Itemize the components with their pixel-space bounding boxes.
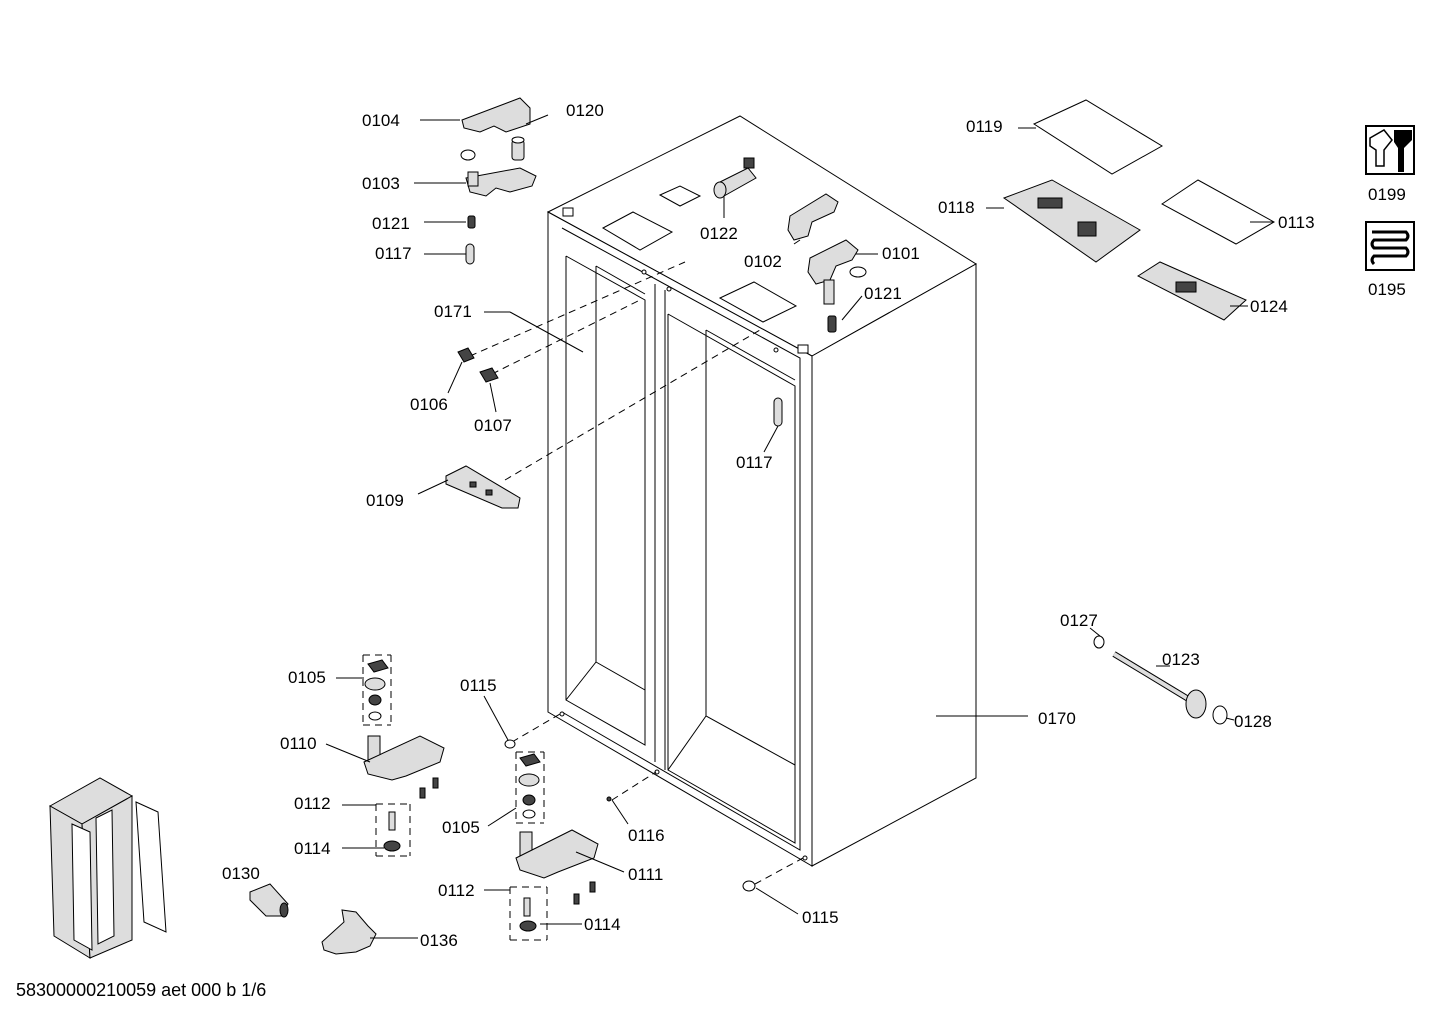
callout-0107: 0107: [474, 416, 512, 435]
part-0117-sleeve-b: [773, 397, 783, 427]
part-0117-sleeve-a: [465, 243, 475, 265]
part-0121-pin-b: [827, 315, 837, 333]
callout-0116: 0116: [628, 826, 665, 845]
callout-0170: 0170: [1038, 709, 1076, 728]
part-0104-hinge-cover: [461, 97, 531, 133]
cabinet-body: [546, 115, 977, 867]
callout-0119: 0119: [966, 117, 1003, 136]
part-0136-bracket: [321, 909, 377, 955]
callout-0115-left: 0115: [460, 676, 497, 695]
assembly-lines: [362, 261, 804, 941]
part-0110-bottom-hinge: [363, 735, 445, 781]
part-0113-cover-plate: [1161, 179, 1276, 245]
callout-0109: 0109: [366, 491, 404, 510]
heating-coil-icon: [1365, 221, 1415, 271]
part-0118-control-board: [1002, 179, 1141, 263]
callout-0112-left: 0112: [294, 794, 331, 813]
part-0121-pin-a: [467, 215, 476, 229]
callout-0117-cabinet: 0117: [736, 453, 773, 472]
part-0116-screw: [606, 796, 612, 802]
callout-0105-right: 0105: [442, 818, 480, 837]
part-0124-display-board: [1136, 261, 1247, 321]
callout-0117-top-left: 0117: [375, 244, 412, 263]
callout-0111: 0111: [628, 865, 663, 884]
callout-0136: 0136: [420, 931, 458, 950]
callout-0110: 0110: [280, 734, 317, 753]
callout-0171: 0171: [434, 302, 472, 321]
callout-0195: 0195: [1368, 280, 1406, 299]
part-0103-top-hinge: [465, 167, 537, 197]
callout-0130: 0130: [222, 864, 260, 883]
callout-0105-left: 0105: [288, 668, 326, 687]
callout-labels: 0104 0120 0103 0121 0117 0171 0106 0107 …: [222, 101, 1406, 950]
callout-0112-right: 0112: [438, 881, 475, 900]
callout-0114-left: 0114: [294, 839, 331, 858]
wrench-icon: [1365, 125, 1415, 175]
callout-0115-bottom: 0115: [802, 908, 839, 927]
part-0105-adjuster-a: [364, 659, 389, 721]
part-0122-valve: [713, 157, 757, 199]
part-0120-bushing: [511, 136, 525, 161]
part-0101-hinge: [807, 239, 867, 305]
part-0127-washer: [1093, 635, 1105, 649]
callout-0128: 0128: [1234, 712, 1272, 731]
part-0115-plug-b: [742, 880, 756, 892]
part-screws-a: [419, 777, 439, 799]
callout-0104: 0104: [362, 111, 400, 130]
part-0109-bracket: [445, 465, 521, 509]
part-0102-hinge: [787, 193, 839, 241]
part-0105-adjuster-b: [518, 753, 541, 819]
callout-0123: 0123: [1162, 650, 1200, 669]
leader-lines: [325, 114, 1274, 939]
part-0112-0114-feet-a: [383, 811, 401, 852]
callout-0127: 0127: [1060, 611, 1098, 630]
part-0123-water-hose: [1112, 651, 1207, 719]
callout-0122: 0122: [700, 224, 738, 243]
callout-0103: 0103: [362, 174, 400, 193]
part-0107-clip: [479, 367, 499, 383]
document-code: 58300000210059 aet 000 b 1/6: [16, 980, 267, 1000]
part-0111-bottom-hinge: [515, 829, 599, 879]
callout-0121-top-left: 0121: [372, 214, 410, 233]
callout-0113: 0113: [1278, 213, 1315, 232]
part-ring: [460, 149, 476, 161]
part-0119-cover-plate: [1032, 99, 1163, 175]
callout-0199: 0199: [1368, 185, 1406, 204]
part-0115-plug-a: [504, 739, 516, 749]
callout-0121-top-right: 0121: [864, 284, 902, 303]
part-0130-connector: [249, 883, 289, 918]
part-0128-washer: [1212, 705, 1228, 725]
callout-0102: 0102: [744, 252, 782, 271]
callout-0106: 0106: [410, 395, 448, 414]
callout-0118: 0118: [938, 198, 975, 217]
part-screws-b: [573, 881, 596, 905]
part-0112-0114-feet-b: [519, 897, 537, 932]
callout-0114-right: 0114: [584, 915, 621, 934]
callout-0124: 0124: [1250, 297, 1288, 316]
part-0106-clip: [457, 347, 475, 363]
callout-0101: 0101: [882, 244, 920, 263]
appliance-thumbnail: [48, 777, 167, 959]
callout-0120: 0120: [566, 101, 604, 120]
